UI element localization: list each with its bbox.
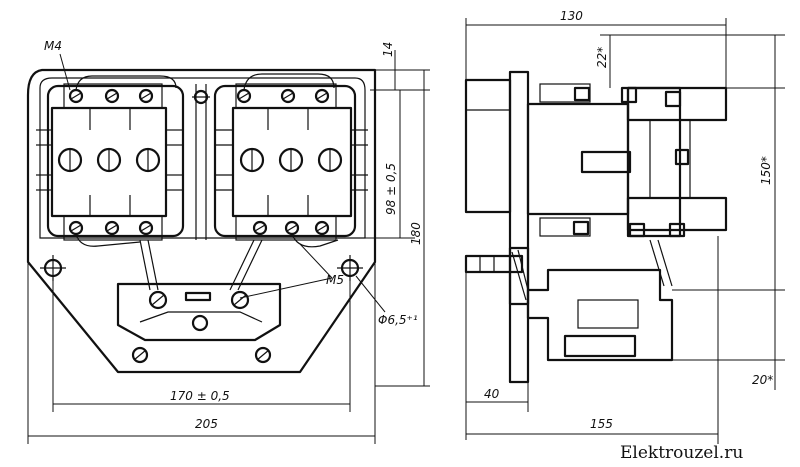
left-bottom-terminals	[63, 215, 163, 241]
dim-side-bottom-offset: 20*	[752, 373, 773, 387]
left-coil-block	[46, 84, 185, 238]
right-coil-block	[213, 84, 357, 238]
dim-front-height-total: 180	[409, 222, 423, 245]
dim-side-total-depth: 155	[590, 417, 613, 431]
front-view	[26, 68, 377, 374]
side-base-plate	[508, 70, 530, 384]
dim-side-width-top: 130	[560, 9, 583, 23]
watermark: Elektrouzel.ru	[620, 443, 743, 463]
side-dimensions: 130 22* 150* 20* 40 155	[465, 9, 785, 444]
side-lead	[649, 239, 665, 287]
side-view	[464, 70, 728, 384]
side-contact-inner	[649, 119, 691, 199]
right-coil-core	[231, 106, 353, 218]
wire-bottom-right	[291, 233, 339, 248]
label-hole-diameter: Φ6,5⁺¹	[378, 313, 418, 327]
base-screw-right	[254, 346, 272, 364]
side-terminals-top	[539, 83, 682, 108]
side-main-body	[526, 102, 630, 216]
dim-side-top-offset: 22*	[595, 47, 609, 68]
dim-side-height: 150*	[759, 156, 773, 185]
wire-bottom-left	[75, 233, 141, 247]
terminal-block	[116, 282, 282, 342]
right-bottom-terminals	[235, 215, 337, 241]
front-dimensions: 14 98 ± 0,5 180 170 ± 0,5 205 M4 M5 Φ6,5…	[27, 39, 430, 444]
left-top-terminals	[63, 83, 163, 109]
side-terminals-bottom	[539, 217, 686, 238]
dim-front-height-inner: 98 ± 0,5	[384, 163, 398, 215]
label-thread-m4: M4	[44, 39, 62, 53]
left-coil-slots	[36, 108, 182, 216]
wire-top-right	[243, 73, 335, 91]
side-bolt-spacer	[508, 246, 530, 306]
side-stop	[674, 148, 690, 166]
front-inner-frame	[39, 77, 366, 239]
side-contact-bottom	[626, 196, 728, 232]
side-lower-terminal	[563, 334, 637, 358]
dim-side-base-depth: 40	[484, 387, 500, 401]
side-armature	[580, 150, 632, 174]
label-thread-m5: M5	[326, 273, 344, 287]
side-coil-housing	[464, 78, 512, 214]
dim-front-mount-width: 170 ± 0,5	[170, 389, 230, 403]
side-lower-block	[526, 268, 674, 362]
terminal-label-slot	[184, 291, 212, 302]
front-base-plate	[26, 68, 377, 374]
terminal-screw-left	[148, 290, 168, 310]
side-contact-carrier	[626, 86, 682, 238]
dim-front-total-width: 205	[195, 417, 218, 431]
right-contacts	[239, 147, 343, 173]
terminal-leads	[139, 239, 263, 291]
right-top-terminals	[235, 83, 337, 109]
base-screw-left	[131, 346, 149, 364]
right-coil-slots	[216, 108, 368, 216]
wire-top-left	[75, 75, 177, 91]
terminal-screw-right	[230, 290, 250, 310]
dim-front-top-offset: 14	[381, 42, 395, 57]
left-contacts	[57, 147, 161, 173]
terminal-center-hole	[191, 314, 209, 332]
